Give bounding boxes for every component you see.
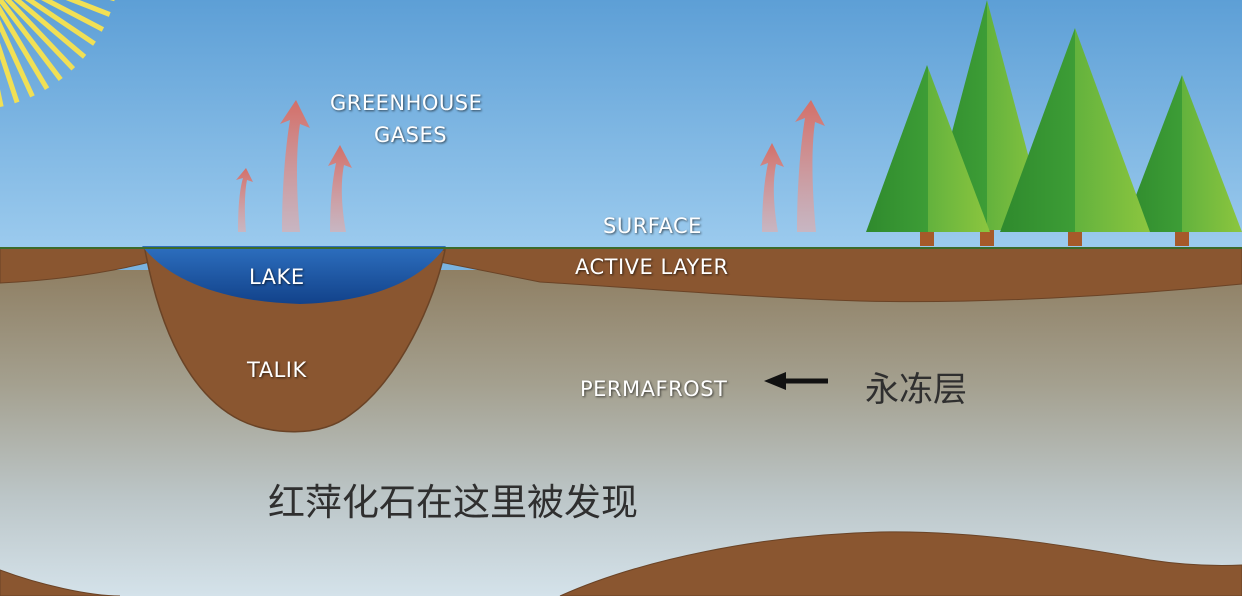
gas-arrows-lake — [236, 100, 352, 232]
sun-ray — [13, 0, 87, 59]
tree-icon — [1122, 75, 1242, 246]
sun-ray — [0, 19, 35, 98]
sun-ray — [4, 0, 76, 71]
permafrost-label: PERMAFROST — [580, 377, 728, 401]
gas-arrow-icon — [795, 100, 825, 232]
lake — [142, 246, 446, 304]
sun-ray — [25, 0, 96, 46]
gas-arrows-land — [760, 100, 825, 232]
gas-arrow-icon — [328, 145, 352, 232]
sun-ray — [0, 42, 20, 104]
talik-zone — [144, 249, 446, 433]
forest — [866, 0, 1242, 246]
gas-arrow-icon — [760, 143, 784, 232]
permafrost-chinese-label: 永冻层 — [865, 370, 967, 410]
talik-label: TALIK — [247, 358, 307, 382]
active-layer-label: ACTIVE LAYER — [575, 255, 729, 279]
lake-label: LAKE — [249, 265, 305, 289]
greenhouse-gases-label-line1: GREENHOUSE — [330, 91, 483, 115]
sun-ray — [0, 5, 50, 90]
fossil-location-caption: 红萍化石在这里被发现 — [268, 481, 638, 524]
sun-ray — [41, 0, 105, 32]
tree-icon — [866, 65, 990, 246]
sun-icon — [0, 0, 115, 107]
sun-ray — [0, 0, 63, 81]
tree-icon — [1000, 28, 1150, 246]
gas-arrow-icon — [280, 100, 310, 232]
surface-label: SURFACE — [603, 214, 702, 238]
pointer-arrow-icon — [764, 372, 828, 390]
greenhouse-gases-label-line2: GASES — [374, 123, 448, 147]
gas-arrow-icon — [236, 168, 253, 232]
sun-ray — [65, 0, 111, 17]
